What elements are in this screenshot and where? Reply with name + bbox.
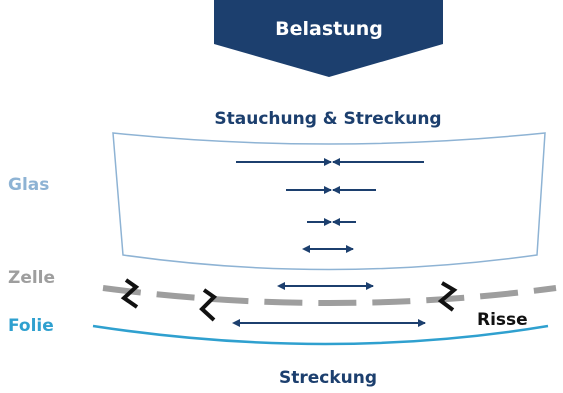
compression-arrows-icon	[236, 158, 424, 226]
foil-layer	[92, 324, 549, 346]
layer-label-foil: Folie	[8, 316, 54, 336]
glass-pane	[112, 132, 546, 271]
load-label: Belastung	[275, 18, 383, 40]
down-arrow-icon	[214, 0, 443, 77]
bottom-caption: Streckung	[279, 368, 377, 388]
layer-label-glass: Glas	[8, 175, 49, 195]
cracks-label: Risse	[477, 310, 528, 330]
cell-layer	[102, 285, 557, 306]
load-arrow: Belastung	[214, 0, 443, 77]
crack-icon	[120, 278, 458, 322]
layer-label-cell: Zelle	[8, 268, 55, 288]
glass-caption: Stauchung & Streckung	[214, 109, 441, 129]
